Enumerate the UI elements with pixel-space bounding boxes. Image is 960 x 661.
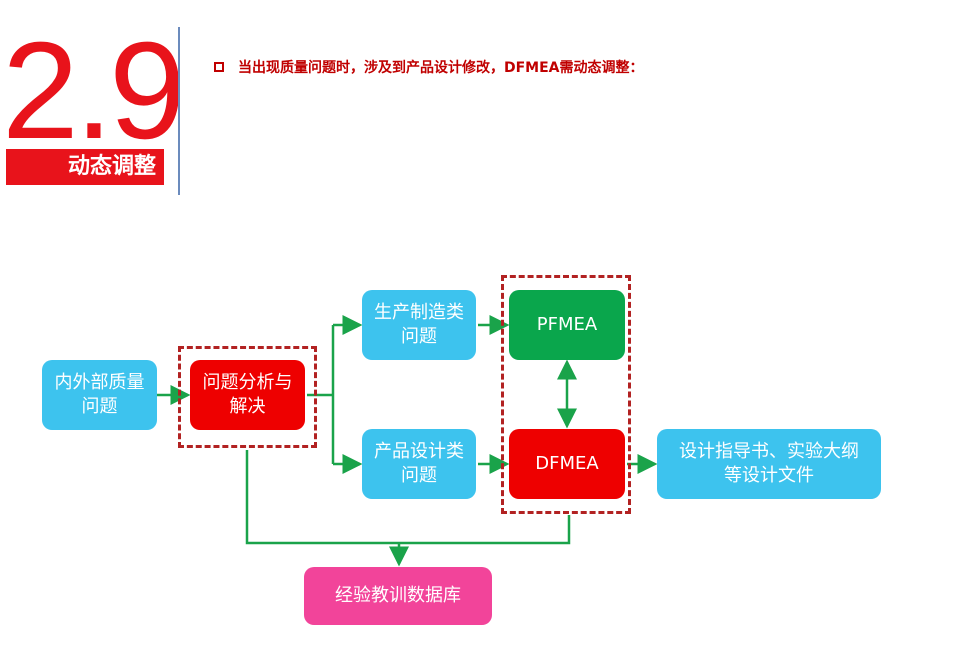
bullet-text: 当出现质量问题时，涉及到产品设计修改，DFMEA需动态调整： xyxy=(238,60,644,76)
node-lessons-db: 经验教训数据库 xyxy=(304,567,492,625)
node-design: 产品设计类问题 xyxy=(362,429,476,499)
section-number: 2.9 xyxy=(2,14,186,168)
analysis-dashed-frame xyxy=(178,346,317,448)
section-title-badge: 动态调整 xyxy=(6,149,164,185)
node-manufacturing: 生产制造类问题 xyxy=(362,290,476,360)
node-quality-issue: 内外部质量问题 xyxy=(42,360,157,430)
bullet-line: 当出现质量问题时，涉及到产品设计修改，DFMEA需动态调整： xyxy=(214,56,644,78)
square-bullet-icon xyxy=(214,62,224,72)
node-dfmea: DFMEA xyxy=(509,429,625,499)
connector-analysis-to-lessons xyxy=(245,450,571,545)
header-divider xyxy=(178,27,180,195)
node-design-docs: 设计指导书、实验大纲等设计文件 xyxy=(657,429,881,499)
node-pfmea: PFMEA xyxy=(509,290,625,360)
fmea-dashed-frame xyxy=(501,275,631,514)
node-analysis: 问题分析与解决 xyxy=(190,360,305,430)
